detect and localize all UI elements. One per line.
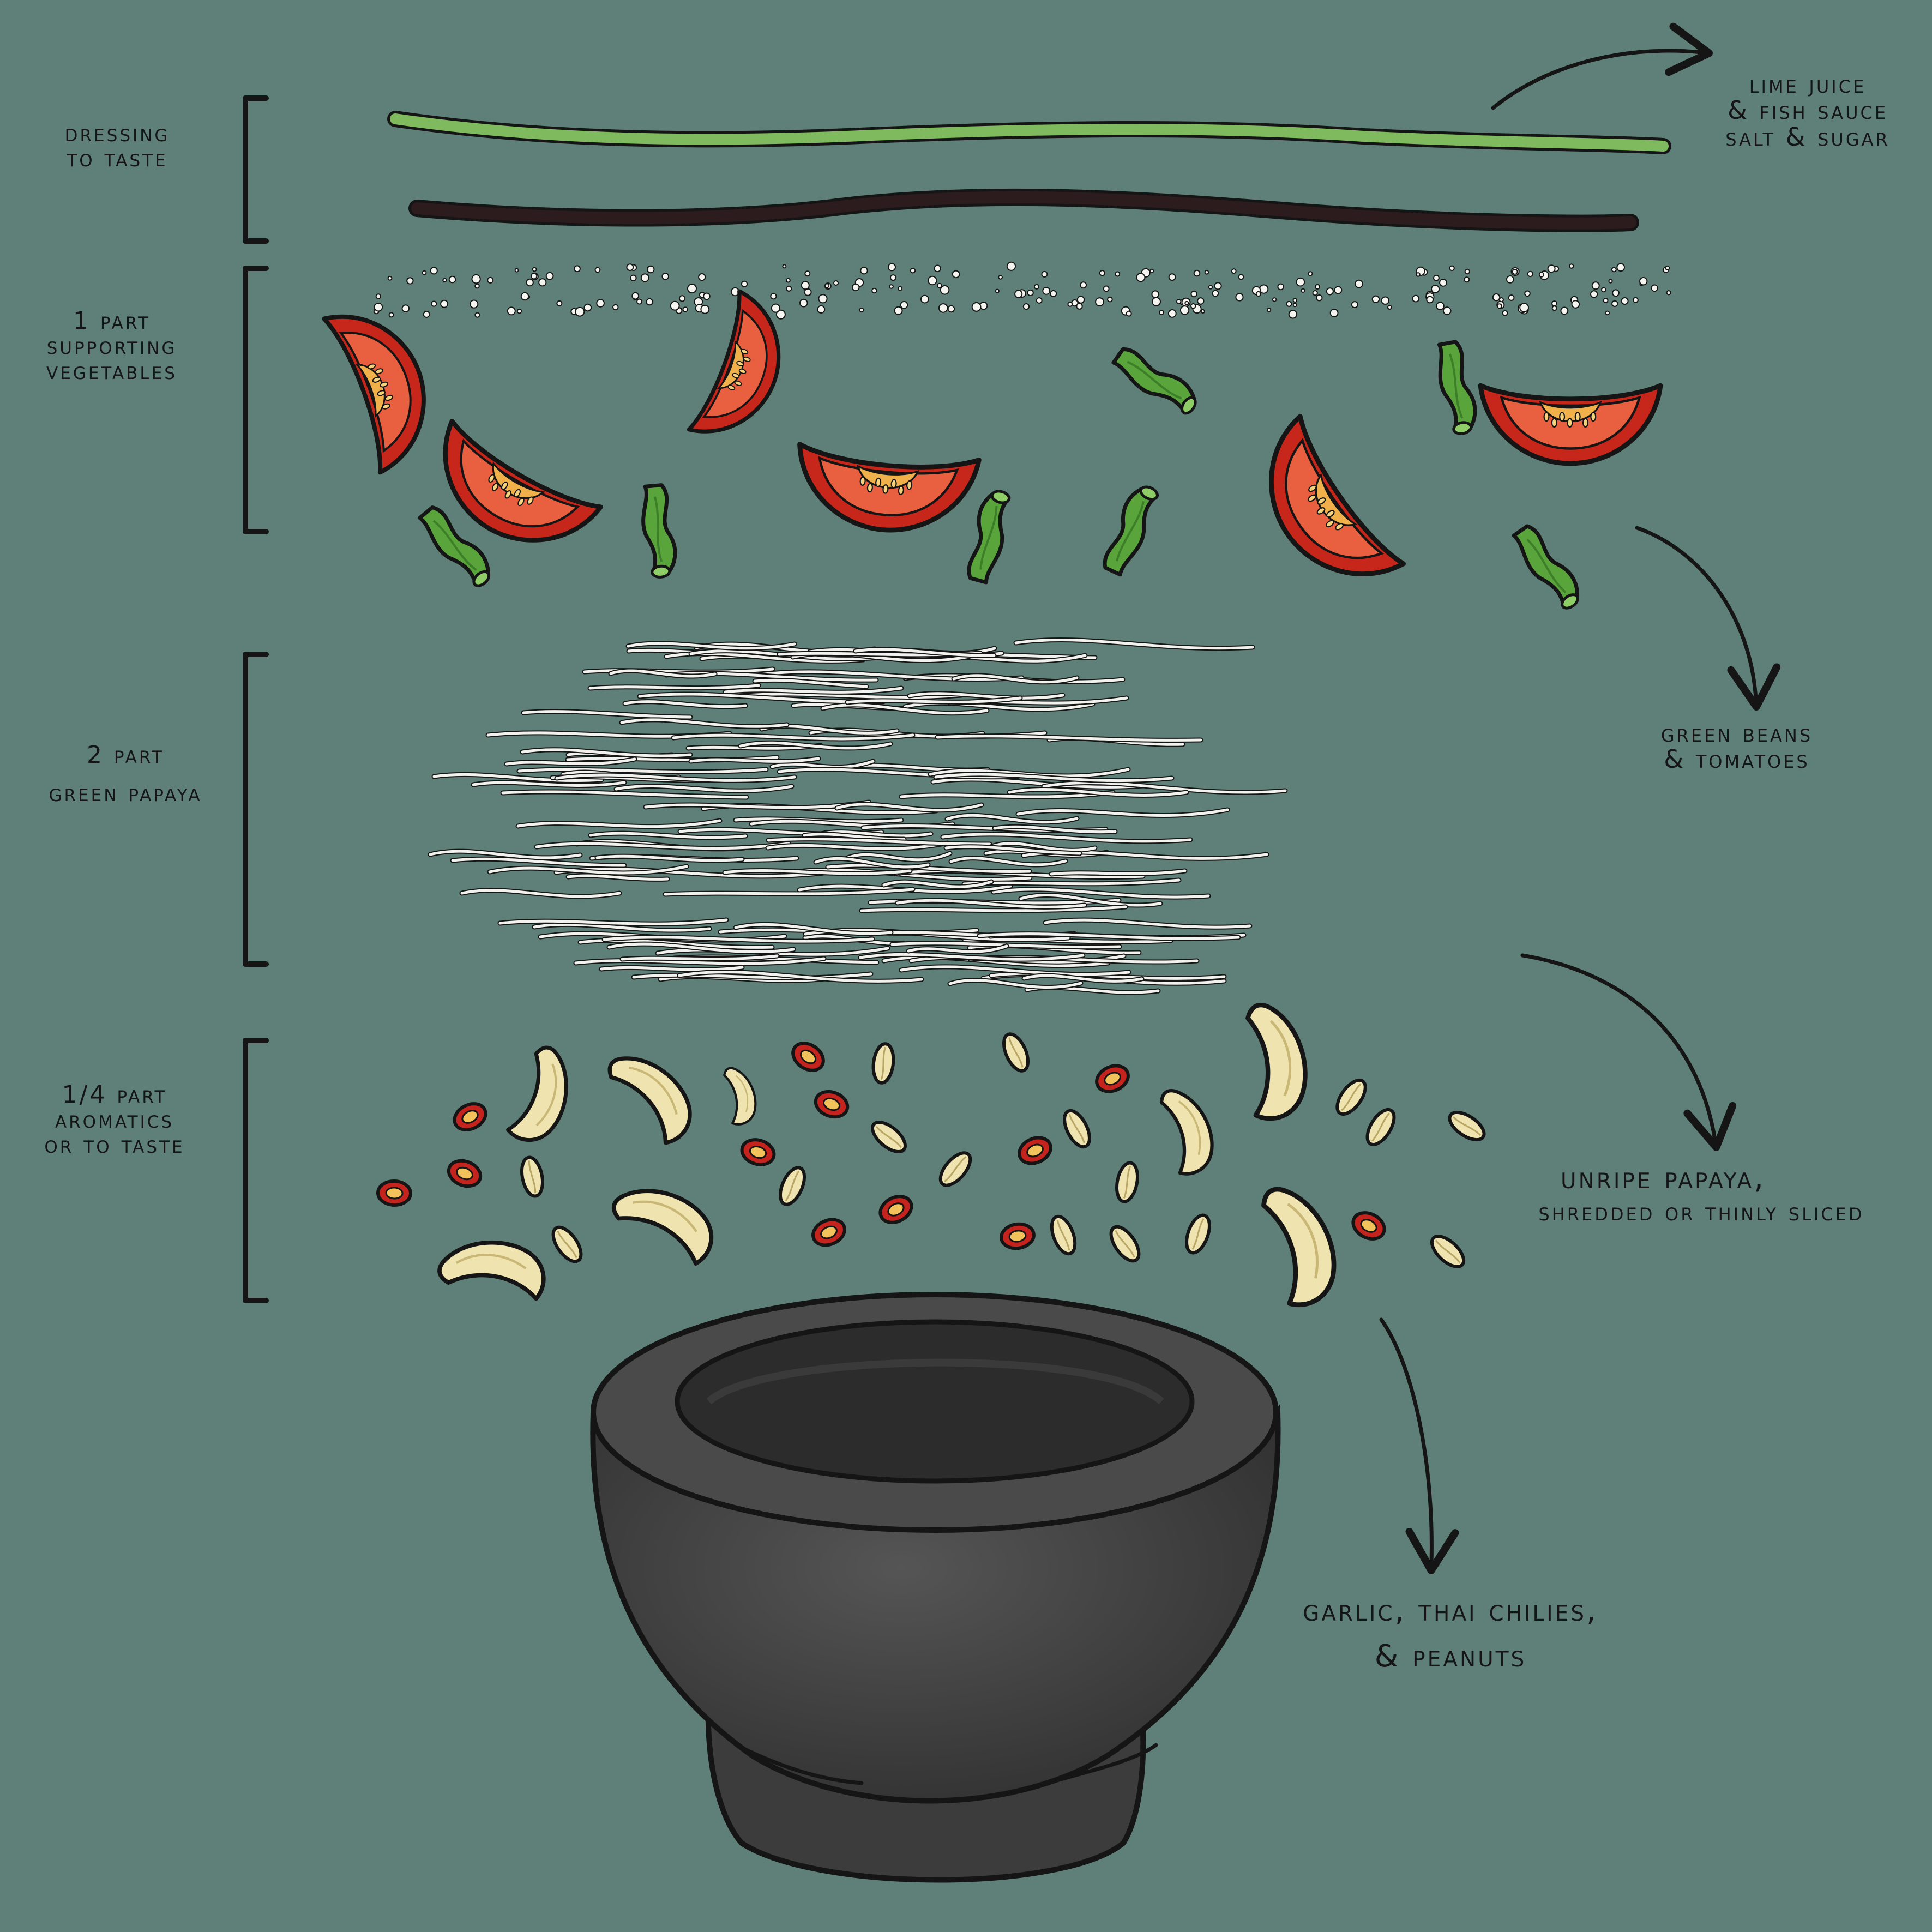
peanut-icon bbox=[871, 1121, 907, 1153]
peanut-icon bbox=[1335, 1079, 1367, 1116]
label-papaya: 2 Part Green Papaya bbox=[49, 741, 202, 808]
peanut-icon bbox=[1109, 1225, 1141, 1263]
label-dressing: Dressing to taste bbox=[64, 119, 170, 173]
chili-slice-icon bbox=[447, 1159, 483, 1188]
tomato-wedge-icon bbox=[322, 314, 426, 475]
aromatics-group bbox=[376, 1002, 1486, 1308]
arrow-icon bbox=[1520, 953, 1737, 1151]
garlic-clove-icon bbox=[607, 1056, 692, 1145]
garlic-clove-icon bbox=[1159, 1089, 1214, 1176]
layer-brackets bbox=[243, 95, 269, 1303]
chili-slice-icon bbox=[453, 1102, 487, 1131]
bracket-vegetables bbox=[243, 266, 269, 534]
mortar-hollow bbox=[675, 1319, 1195, 1484]
chili-slice-icon bbox=[740, 1138, 776, 1166]
peanut-icon bbox=[1448, 1110, 1486, 1142]
papaya-shreds-icon bbox=[428, 637, 1288, 995]
tomato-wedge-icon bbox=[687, 289, 781, 434]
green-bean-icon bbox=[1111, 347, 1197, 415]
chili-slice-icon bbox=[878, 1195, 913, 1224]
garlic-clove-icon bbox=[506, 1045, 568, 1142]
green-bean-icon bbox=[967, 490, 1011, 585]
peanut-icon bbox=[1430, 1235, 1466, 1268]
chili-slice-icon bbox=[814, 1090, 850, 1119]
chili-slice-icon bbox=[1018, 1136, 1052, 1165]
callout-papaya-title: Unripe Papaya, bbox=[1561, 1160, 1766, 1196]
garlic-clove-icon bbox=[1261, 1187, 1337, 1308]
tomato-wedge-icon bbox=[1269, 414, 1406, 576]
peanut-icon bbox=[938, 1151, 972, 1187]
peanut-icon bbox=[1115, 1161, 1139, 1203]
chili-slice-icon bbox=[791, 1042, 825, 1072]
bracket-papaya bbox=[243, 652, 269, 967]
bracket-dressing bbox=[243, 95, 269, 244]
arrow-icon bbox=[1635, 526, 1781, 711]
green-bean-icon bbox=[641, 483, 677, 579]
callout-papaya-subtitle: shredded or thinly sliced bbox=[1538, 1197, 1864, 1226]
label-vegetables: 1 Part Supporting Vegetables bbox=[46, 307, 177, 386]
callout-aromatics: Garlic, Thai chilies, & Peanuts bbox=[1303, 1593, 1598, 1674]
green-bean-icon bbox=[1103, 485, 1159, 577]
peanut-icon bbox=[1063, 1109, 1091, 1149]
garlic-clove-icon bbox=[612, 1189, 714, 1266]
garlic-clove-icon bbox=[437, 1240, 546, 1301]
mortar-bowl-icon bbox=[590, 1292, 1281, 1883]
tomato-wedge-icon bbox=[1478, 383, 1663, 466]
green-bean-icon bbox=[1437, 340, 1477, 435]
green-bean-icon bbox=[418, 505, 491, 587]
vegetables-group bbox=[322, 289, 1663, 610]
dressing-streaks-icon bbox=[387, 111, 1671, 232]
arrow-icon bbox=[1491, 22, 1713, 110]
tomato-wedge-icon bbox=[797, 442, 982, 533]
callout-dressing: Lime Juice & Fish Sauce Salt & Sugar bbox=[1725, 69, 1890, 152]
green-bean-icon bbox=[1512, 524, 1580, 610]
peanut-icon bbox=[871, 1042, 895, 1085]
peanut-icon bbox=[778, 1166, 806, 1206]
garlic-clove-icon bbox=[723, 1067, 757, 1126]
chili-slice-icon bbox=[376, 1179, 412, 1207]
peanut-icon bbox=[1365, 1108, 1396, 1146]
peanut-icon bbox=[520, 1155, 544, 1198]
chili-slice-icon bbox=[1000, 1222, 1036, 1250]
arrow-icon bbox=[1379, 1317, 1459, 1574]
garlic-clove-icon bbox=[1245, 1002, 1308, 1121]
peanut-icon bbox=[1185, 1213, 1211, 1255]
tomato-wedge-icon bbox=[443, 418, 603, 543]
peanut-icon bbox=[1002, 1032, 1030, 1073]
callout-arrows bbox=[1379, 22, 1781, 1574]
chili-slice-icon bbox=[1351, 1211, 1386, 1241]
salt-sugar-grains bbox=[373, 261, 1671, 320]
callout-vegetables: Green Beans & Tomatoes bbox=[1660, 718, 1813, 774]
label-aromatics: 1/4 Part Aromatics or to taste bbox=[44, 1081, 185, 1159]
chili-slice-icon bbox=[811, 1218, 846, 1247]
chili-slice-icon bbox=[1095, 1064, 1130, 1093]
peanut-icon bbox=[1050, 1214, 1077, 1256]
peanut-icon bbox=[551, 1225, 583, 1263]
bracket-aromatics bbox=[243, 1038, 269, 1303]
